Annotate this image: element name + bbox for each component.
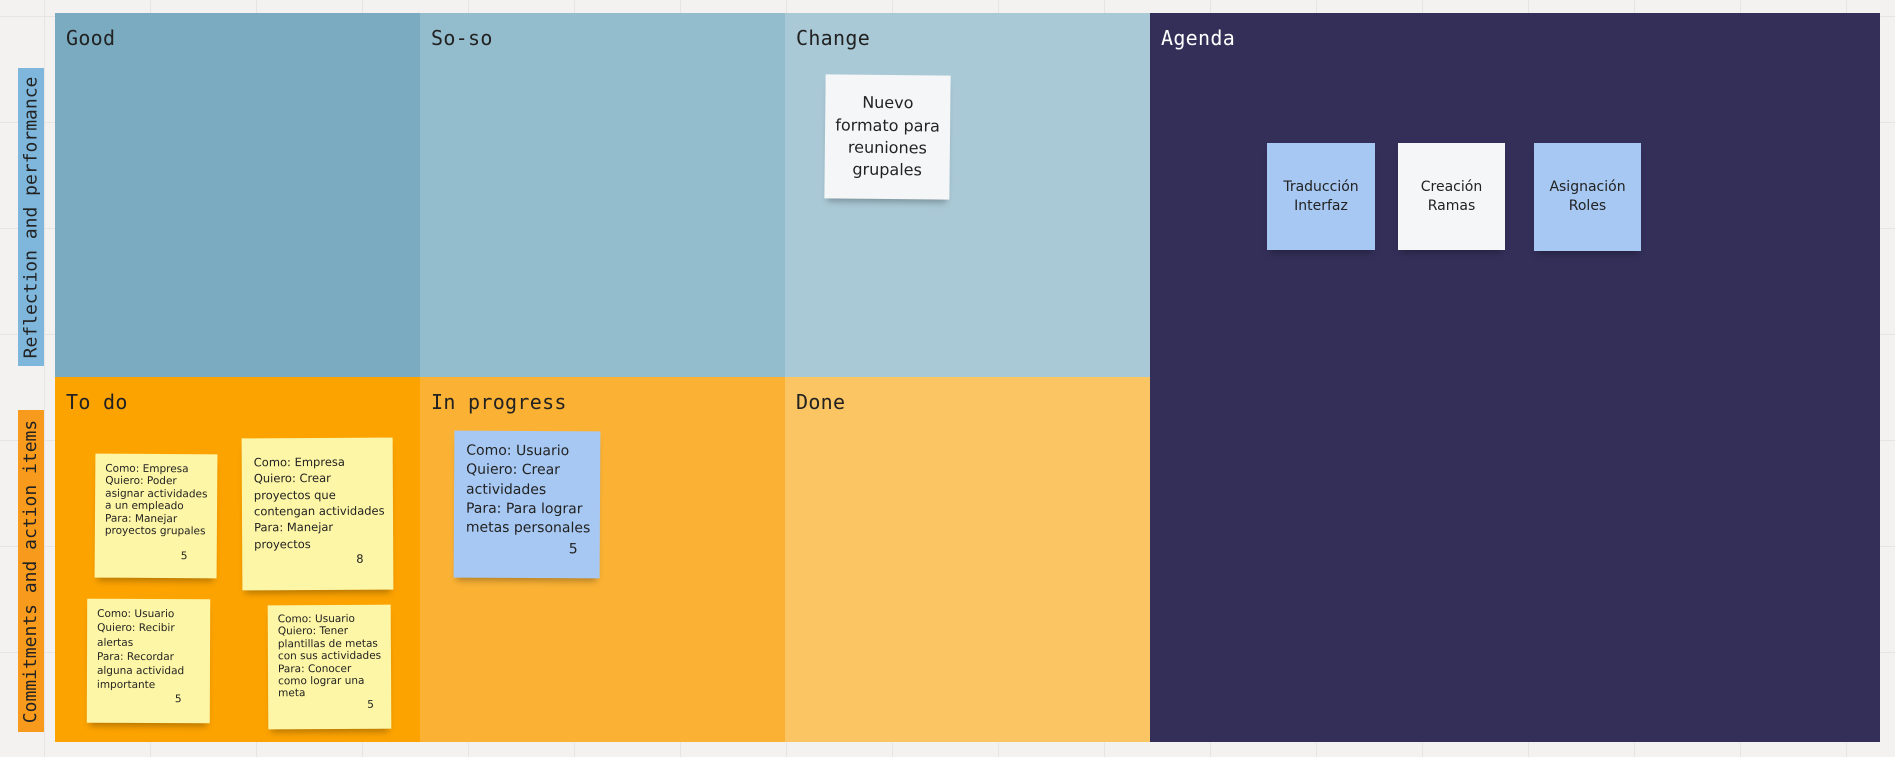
sticky-todo-4-text: Como: Usuario Quiero: Tener plantillas d…: [277, 612, 382, 700]
sticky-todo-1-text: Como: Empresa Quiero: Poder asignar acti…: [104, 462, 208, 538]
sticky-agenda-creacion-text: Creación Ramas: [1420, 178, 1483, 214]
sticky-agenda-asignacion[interactable]: Asignación Roles: [1534, 143, 1641, 251]
sticky-agenda-traduccion[interactable]: Traducción Interfaz: [1267, 143, 1375, 250]
sticky-inprogress-1-text: Como: Usuario Quiero: Crear actividades …: [465, 442, 591, 537]
frame-agenda[interactable]: Agenda: [1150, 13, 1880, 742]
frame-title-good: Good: [66, 26, 116, 50]
side-label-reflection: Reflection and performance: [18, 68, 44, 366]
frame-title-soso: So-so: [431, 26, 493, 50]
sticky-todo-2-points: 8: [356, 551, 364, 566]
sticky-change-note[interactable]: Nuevo formato para reuniones grupales: [824, 74, 951, 200]
side-label-commitments: Commitments and action items: [18, 410, 44, 732]
frame-title-inprogress: In progress: [431, 390, 567, 414]
frame-title-change: Change: [796, 26, 871, 50]
sticky-todo-4-points: 5: [367, 698, 374, 711]
sticky-agenda-traduccion-text: Traducción Interfaz: [1283, 178, 1359, 214]
sticky-todo-2-text: Como: Empresa Quiero: Crear proyectos qu…: [253, 454, 385, 551]
sticky-todo-1[interactable]: Como: Empresa Quiero: Poder asignar acti…: [94, 453, 218, 579]
frame-good[interactable]: Good: [55, 13, 420, 377]
frame-title-todo: To do: [66, 390, 128, 414]
sticky-todo-3[interactable]: Como: Usuario Quiero: Recibir alertas Pa…: [86, 598, 211, 724]
sticky-todo-3-text: Como: Usuario Quiero: Recibir alertas Pa…: [96, 607, 185, 692]
sticky-change-note-text: Nuevo formato para reuniones grupales: [835, 92, 941, 180]
frame-title-agenda: Agenda: [1161, 26, 1236, 50]
sticky-agenda-creacion[interactable]: Creación Ramas: [1398, 143, 1505, 250]
frame-title-done: Done: [796, 390, 846, 414]
sticky-inprogress-1[interactable]: Como: Usuario Quiero: Crear actividades …: [453, 430, 601, 579]
frame-done[interactable]: Done: [785, 377, 1150, 742]
sticky-todo-4[interactable]: Como: Usuario Quiero: Tener plantillas d…: [267, 604, 392, 730]
frame-soso[interactable]: So-so: [420, 13, 785, 377]
side-label-commitments-text: Commitments and action items: [20, 419, 42, 723]
sticky-agenda-asignacion-text: Asignación Roles: [1549, 179, 1626, 214]
side-label-reflection-text: Reflection and performance: [20, 76, 42, 358]
sticky-inprogress-1-points: 5: [568, 541, 578, 558]
sticky-todo-3-points: 5: [174, 693, 182, 706]
sticky-todo-1-points: 5: [180, 550, 188, 563]
sticky-todo-2[interactable]: Como: Empresa Quiero: Crear proyectos qu…: [241, 437, 394, 591]
